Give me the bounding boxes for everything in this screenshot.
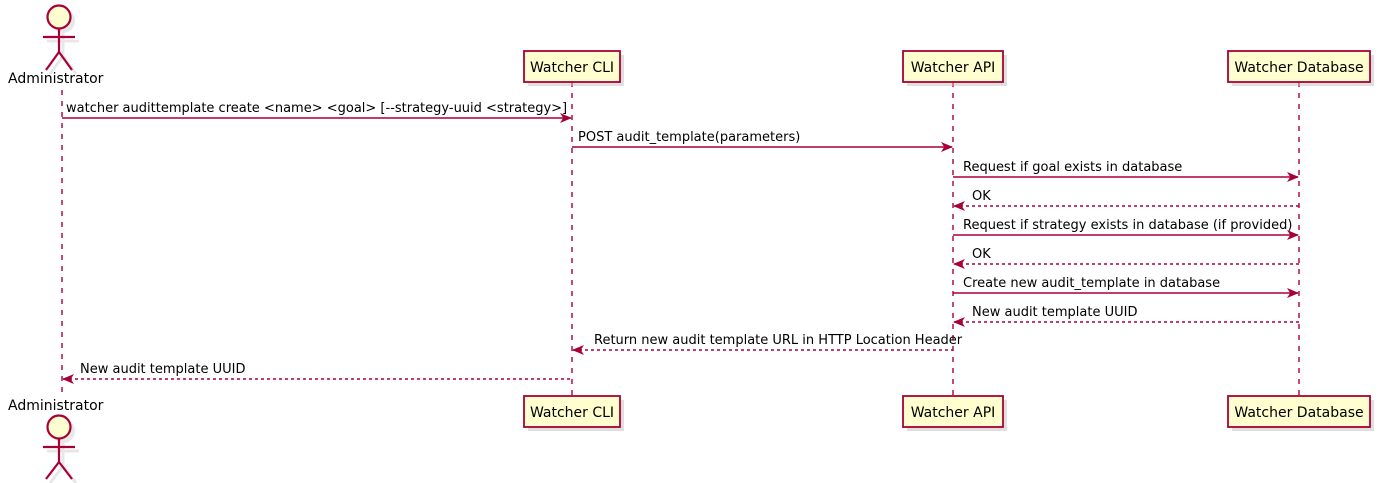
participant-label-watcher-database-bottom: Watcher Database [1234,405,1363,421]
participant-box-watcher-database-bottom[interactable]: Watcher Database [1227,395,1374,431]
actor-leg-left [45,461,60,480]
message-1-watcher-audittemplate-create[interactable]: watcher audittemplate create <name> <goa… [62,101,572,123]
messages: watcher audittemplate create <name> <goa… [62,101,1299,384]
participant-boxes-top: Watcher CLI Watcher API Watcher Database [523,50,1374,86]
message-label: Create new audit_template in database [963,276,1220,291]
actor-label-administrator-top: Administrator [8,71,104,87]
participant-box-watcher-database-top[interactable]: Watcher Database [1227,50,1374,86]
participant-box-watcher-api-top[interactable]: Watcher API [902,50,1007,86]
message-10-new-audit-template-uuid-cli[interactable]: New audit template UUID [62,362,572,384]
actor-leg-right [58,51,73,71]
actor-administrator-bottom[interactable]: Administrator [8,398,104,483]
participant-box-watcher-cli-top[interactable]: Watcher CLI [523,50,624,86]
message-8-new-audit-template-uuid[interactable]: New audit template UUID [953,305,1299,327]
actor-label-administrator-bottom: Administrator [8,398,104,414]
message-4-ok-goal[interactable]: OK [953,189,1299,211]
actor-administrator-top[interactable]: Administrator [8,4,104,88]
message-label: Return new audit template URL in HTTP Lo… [594,333,963,348]
message-label: POST audit_template(parameters) [578,130,800,145]
message-label: OK [972,189,991,204]
actor-leg-left [45,51,60,71]
message-label: Request if goal exists in database [963,160,1182,175]
actor-head-icon [46,4,72,30]
message-label: OK [972,247,991,262]
participant-box-watcher-cli-bottom[interactable]: Watcher CLI [523,395,624,431]
participant-box-watcher-api-bottom[interactable]: Watcher API [902,395,1007,431]
message-7-create-audit-template[interactable]: Create new audit_template in database [953,276,1299,298]
participant-label-watcher-api-bottom: Watcher API [911,405,996,421]
message-3-request-goal-exists[interactable]: Request if goal exists in database [953,160,1299,182]
lifelines [61,82,1300,396]
participant-label-watcher-api-top: Watcher API [911,60,996,76]
message-5-request-strategy-exists[interactable]: Request if strategy exists in database (… [953,218,1299,240]
actor-head-icon [46,414,72,440]
message-label: watcher audittemplate create <name> <goa… [66,101,567,116]
message-label: New audit template UUID [972,305,1137,320]
message-9-return-location-header[interactable]: Return new audit template URL in HTTP Lo… [572,333,963,355]
message-6-ok-strategy[interactable]: OK [953,247,1299,269]
participant-boxes-bottom: Watcher CLI Watcher API Watcher Database [523,395,1374,431]
message-label: New audit template UUID [80,362,245,377]
message-2-post-audit-template[interactable]: POST audit_template(parameters) [572,130,953,152]
message-label: Request if strategy exists in database (… [963,218,1292,233]
participant-label-watcher-database-top: Watcher Database [1234,60,1363,76]
participant-label-watcher-cli-top: Watcher CLI [530,60,614,76]
participant-label-watcher-cli-bottom: Watcher CLI [530,405,614,421]
actor-leg-right [58,461,73,480]
